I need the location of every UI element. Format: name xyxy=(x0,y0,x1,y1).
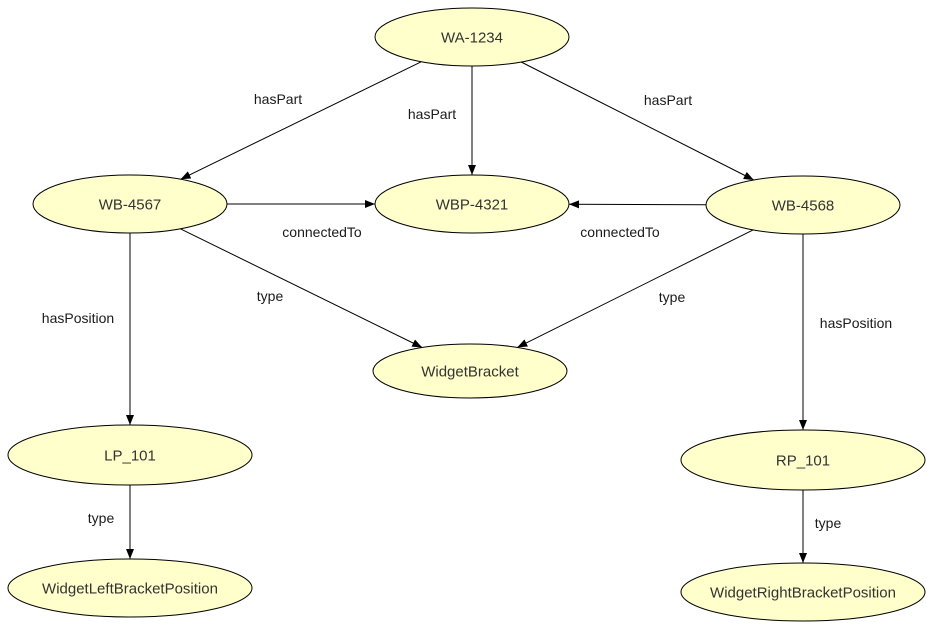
node-ellipse xyxy=(7,558,253,618)
edges-layer xyxy=(126,61,807,563)
edge-label-connectedTo: connectedTo xyxy=(282,224,362,240)
edge-label-hasPosition: hasPosition xyxy=(820,315,892,331)
edge-label-type: type xyxy=(815,515,842,531)
node-ellipse xyxy=(32,174,228,234)
edge-labels-layer: hasPart hasPart hasPart connectedTo connecte… xyxy=(42,91,892,531)
node-RP_101: RP_101 xyxy=(680,429,926,491)
edge-WB-4568-WidgetBracket xyxy=(517,229,754,348)
node-ellipse xyxy=(374,174,570,234)
node-label: RP_101 xyxy=(776,452,830,469)
edge-WA-1234-WB-4567 xyxy=(180,61,422,180)
node-ellipse xyxy=(680,562,926,622)
node-label: WidgetRightBracketPosition xyxy=(710,584,896,601)
node-ellipse xyxy=(705,175,901,235)
node-label: WBP-4321 xyxy=(436,196,509,213)
edge-label-hasPart: hasPart xyxy=(254,91,302,107)
node-WA-1234: WA-1234 xyxy=(374,7,570,67)
node-WB-4567: WB-4567 xyxy=(32,174,228,234)
node-LP_101: LP_101 xyxy=(7,424,253,486)
node-label: WB-4567 xyxy=(99,196,162,213)
edge-label-hasPart: hasPart xyxy=(408,106,456,122)
node-label: WidgetLeftBracketPosition xyxy=(42,580,218,597)
node-WB-4568: WB-4568 xyxy=(705,175,901,235)
edge-label-connectedTo: connectedTo xyxy=(580,224,660,240)
node-WidgetLeftBracketPosition: WidgetLeftBracketPosition xyxy=(7,558,253,618)
node-ellipse xyxy=(372,343,568,399)
node-ellipse xyxy=(7,424,253,486)
edge-WB-4567-WidgetBracket xyxy=(180,228,423,348)
node-label: WB-4568 xyxy=(772,197,835,214)
edge-WA-1234-WB-4568 xyxy=(520,61,755,181)
node-WidgetBracket: WidgetBracket xyxy=(372,343,568,399)
edge-label-type: type xyxy=(659,289,686,305)
edge-label-type: type xyxy=(88,510,115,526)
node-ellipse xyxy=(680,429,926,491)
edge-label-hasPart: hasPart xyxy=(644,92,692,108)
node-ellipse xyxy=(374,7,570,67)
node-label: WA-1234 xyxy=(441,29,503,46)
edge-label-type: type xyxy=(257,288,284,304)
node-WBP-4321: WBP-4321 xyxy=(374,174,570,234)
node-label: WidgetBracket xyxy=(421,363,519,380)
node-WidgetRightBracketPosition: WidgetRightBracketPosition xyxy=(680,562,926,622)
edge-label-hasPosition: hasPosition xyxy=(42,310,114,326)
node-label: LP_101 xyxy=(104,447,156,464)
